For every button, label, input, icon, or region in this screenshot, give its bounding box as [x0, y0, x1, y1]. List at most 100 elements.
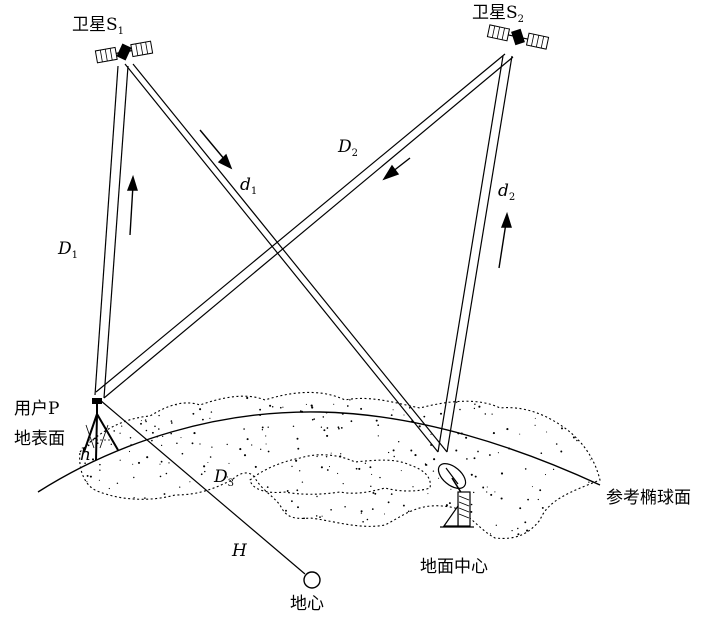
- speckle-dot: [211, 446, 213, 448]
- speckle-dot: [295, 459, 298, 462]
- speckle-dot: [500, 497, 503, 500]
- height-h-label: h: [80, 445, 91, 465]
- speckle-dot: [370, 485, 372, 488]
- speckle-dot: [374, 492, 377, 495]
- speckle-dot: [364, 462, 367, 464]
- speckle-dot: [325, 411, 328, 414]
- speckle-dot: [87, 444, 90, 447]
- speckle-dot: [448, 502, 451, 505]
- speckle-dot: [86, 474, 89, 477]
- speckle-dot: [379, 476, 381, 479]
- speckle-dot: [128, 450, 131, 453]
- speckle-dot: [165, 472, 168, 475]
- speckle-dot: [534, 424, 536, 426]
- satellite-2-label: 卫星S2: [472, 3, 524, 25]
- speckle-dot: [98, 479, 100, 481]
- speckle-dot: [261, 429, 264, 431]
- speckle-dot: [519, 507, 522, 510]
- speckle-dot: [146, 456, 149, 459]
- speckle-dot: [180, 437, 182, 439]
- speckle-dot: [91, 458, 95, 461]
- speckle-dot: [142, 440, 144, 442]
- speckle-dot: [445, 504, 448, 507]
- signal-arrows: [126, 129, 512, 269]
- speckle-dot: [494, 491, 496, 493]
- speckle-dot: [246, 396, 249, 400]
- speckle-dot: [116, 482, 119, 485]
- speckle-dot: [537, 498, 539, 501]
- speckle-dot: [457, 432, 460, 435]
- speckle-dot: [226, 476, 228, 478]
- speckle-dot: [572, 436, 575, 439]
- speckle-dot: [320, 466, 323, 469]
- speckle-dot: [239, 448, 242, 451]
- speckle-dot: [296, 437, 299, 440]
- speckle-dot: [517, 527, 519, 530]
- speckle-dot: [466, 458, 468, 460]
- speckle-dot: [482, 486, 485, 489]
- speckle-dot: [333, 403, 335, 405]
- speckle-dot: [265, 443, 267, 445]
- speckle-dot: [320, 426, 323, 428]
- speckle-dot: [433, 458, 436, 461]
- speckle-dot: [474, 403, 476, 406]
- speckle-dot: [310, 404, 313, 407]
- speckle-dot: [265, 435, 267, 437]
- speckle-dot: [326, 434, 329, 437]
- speckle-dot: [209, 456, 212, 458]
- speckle-dot: [408, 407, 411, 409]
- speckle-dot: [144, 419, 147, 421]
- speckle-dot: [160, 444, 163, 447]
- speckle-dot: [315, 515, 318, 517]
- height-line: [99, 399, 306, 575]
- speckle-dot: [154, 425, 156, 428]
- speckle-dot: [362, 520, 364, 523]
- speckle-dot: [438, 477, 440, 479]
- speckle-dot: [340, 453, 342, 455]
- speckle-dot: [414, 454, 417, 457]
- speckle-dot: [316, 455, 318, 458]
- speckle-dot: [199, 408, 202, 411]
- speckle-dot: [337, 426, 340, 429]
- speckle-dot: [489, 533, 492, 535]
- speckle-dot: [286, 490, 289, 492]
- speckle-dot: [191, 442, 194, 445]
- speckle-dot: [511, 529, 513, 532]
- speckle-dot: [159, 463, 161, 465]
- speckle-dot: [423, 415, 426, 418]
- speckle-dot: [160, 460, 163, 463]
- terrain-speckles: [84, 396, 591, 536]
- speckle-dot: [534, 417, 536, 419]
- speckle-dot: [470, 503, 473, 506]
- speckle-dot: [133, 497, 135, 499]
- speckle-dot: [425, 464, 428, 466]
- speckle-dot: [259, 414, 261, 417]
- speckle-dot: [539, 489, 542, 492]
- speckle-dot: [473, 457, 476, 460]
- speckle-dot: [430, 433, 432, 435]
- speckle-dot: [94, 437, 96, 440]
- speckle-dot: [383, 513, 386, 515]
- satellite-icon: [94, 40, 154, 64]
- speckle-dot: [299, 470, 301, 472]
- speckle-dot: [282, 406, 284, 408]
- speckle-dot: [358, 467, 361, 470]
- speckle-dot: [243, 428, 245, 430]
- speckle-dot: [524, 468, 527, 470]
- speckle-dot: [392, 409, 394, 411]
- speckle-dot: [486, 491, 488, 493]
- speckle-dot: [350, 420, 353, 423]
- speckle-dot: [369, 466, 372, 469]
- speckle-dot: [484, 413, 487, 415]
- signal-beams: [94, 53, 514, 453]
- speckle-dot: [210, 411, 213, 413]
- speckle-dot: [140, 422, 142, 425]
- reference-ellipsoid-arc: [37, 411, 601, 493]
- speckle-dot: [330, 452, 332, 454]
- speckle-dot: [427, 493, 429, 495]
- speckle-dot: [145, 420, 147, 423]
- speckle-dot: [204, 470, 206, 473]
- speckle-dot: [478, 405, 481, 408]
- speckle-dot: [508, 447, 511, 450]
- speckle-dot: [387, 451, 390, 454]
